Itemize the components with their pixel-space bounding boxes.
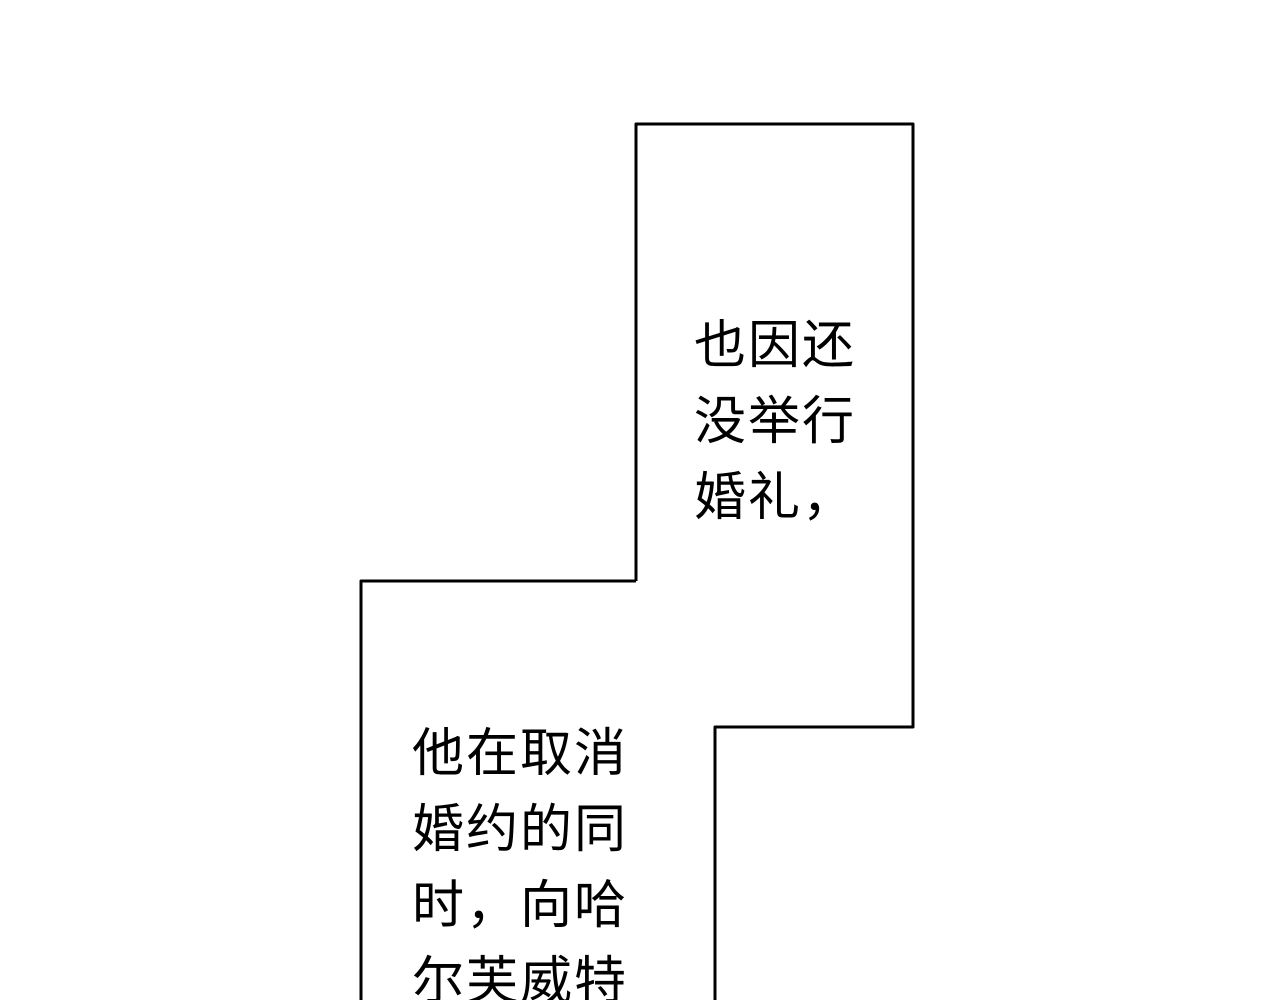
caption-bottom-line: 他在取消 <box>412 724 629 784</box>
caption-bottom-line: 尔芙威特 <box>412 952 629 1000</box>
caption-top-line: 没举行 <box>694 392 857 452</box>
lower-panel-border <box>359 579 636 1000</box>
caption-top: 也因还 没举行 婚礼， <box>694 308 856 536</box>
upper-panel-border <box>634 122 915 1000</box>
caption-bottom: 他在取消 婚约的同 时，向哈 尔芙威特 <box>412 716 628 1000</box>
caption-top-line: 婚礼， <box>694 468 857 528</box>
caption-bottom-line: 婚约的同 <box>412 800 629 860</box>
caption-top-line: 也因还 <box>694 316 857 376</box>
caption-bottom-line: 时，向哈 <box>412 876 629 936</box>
